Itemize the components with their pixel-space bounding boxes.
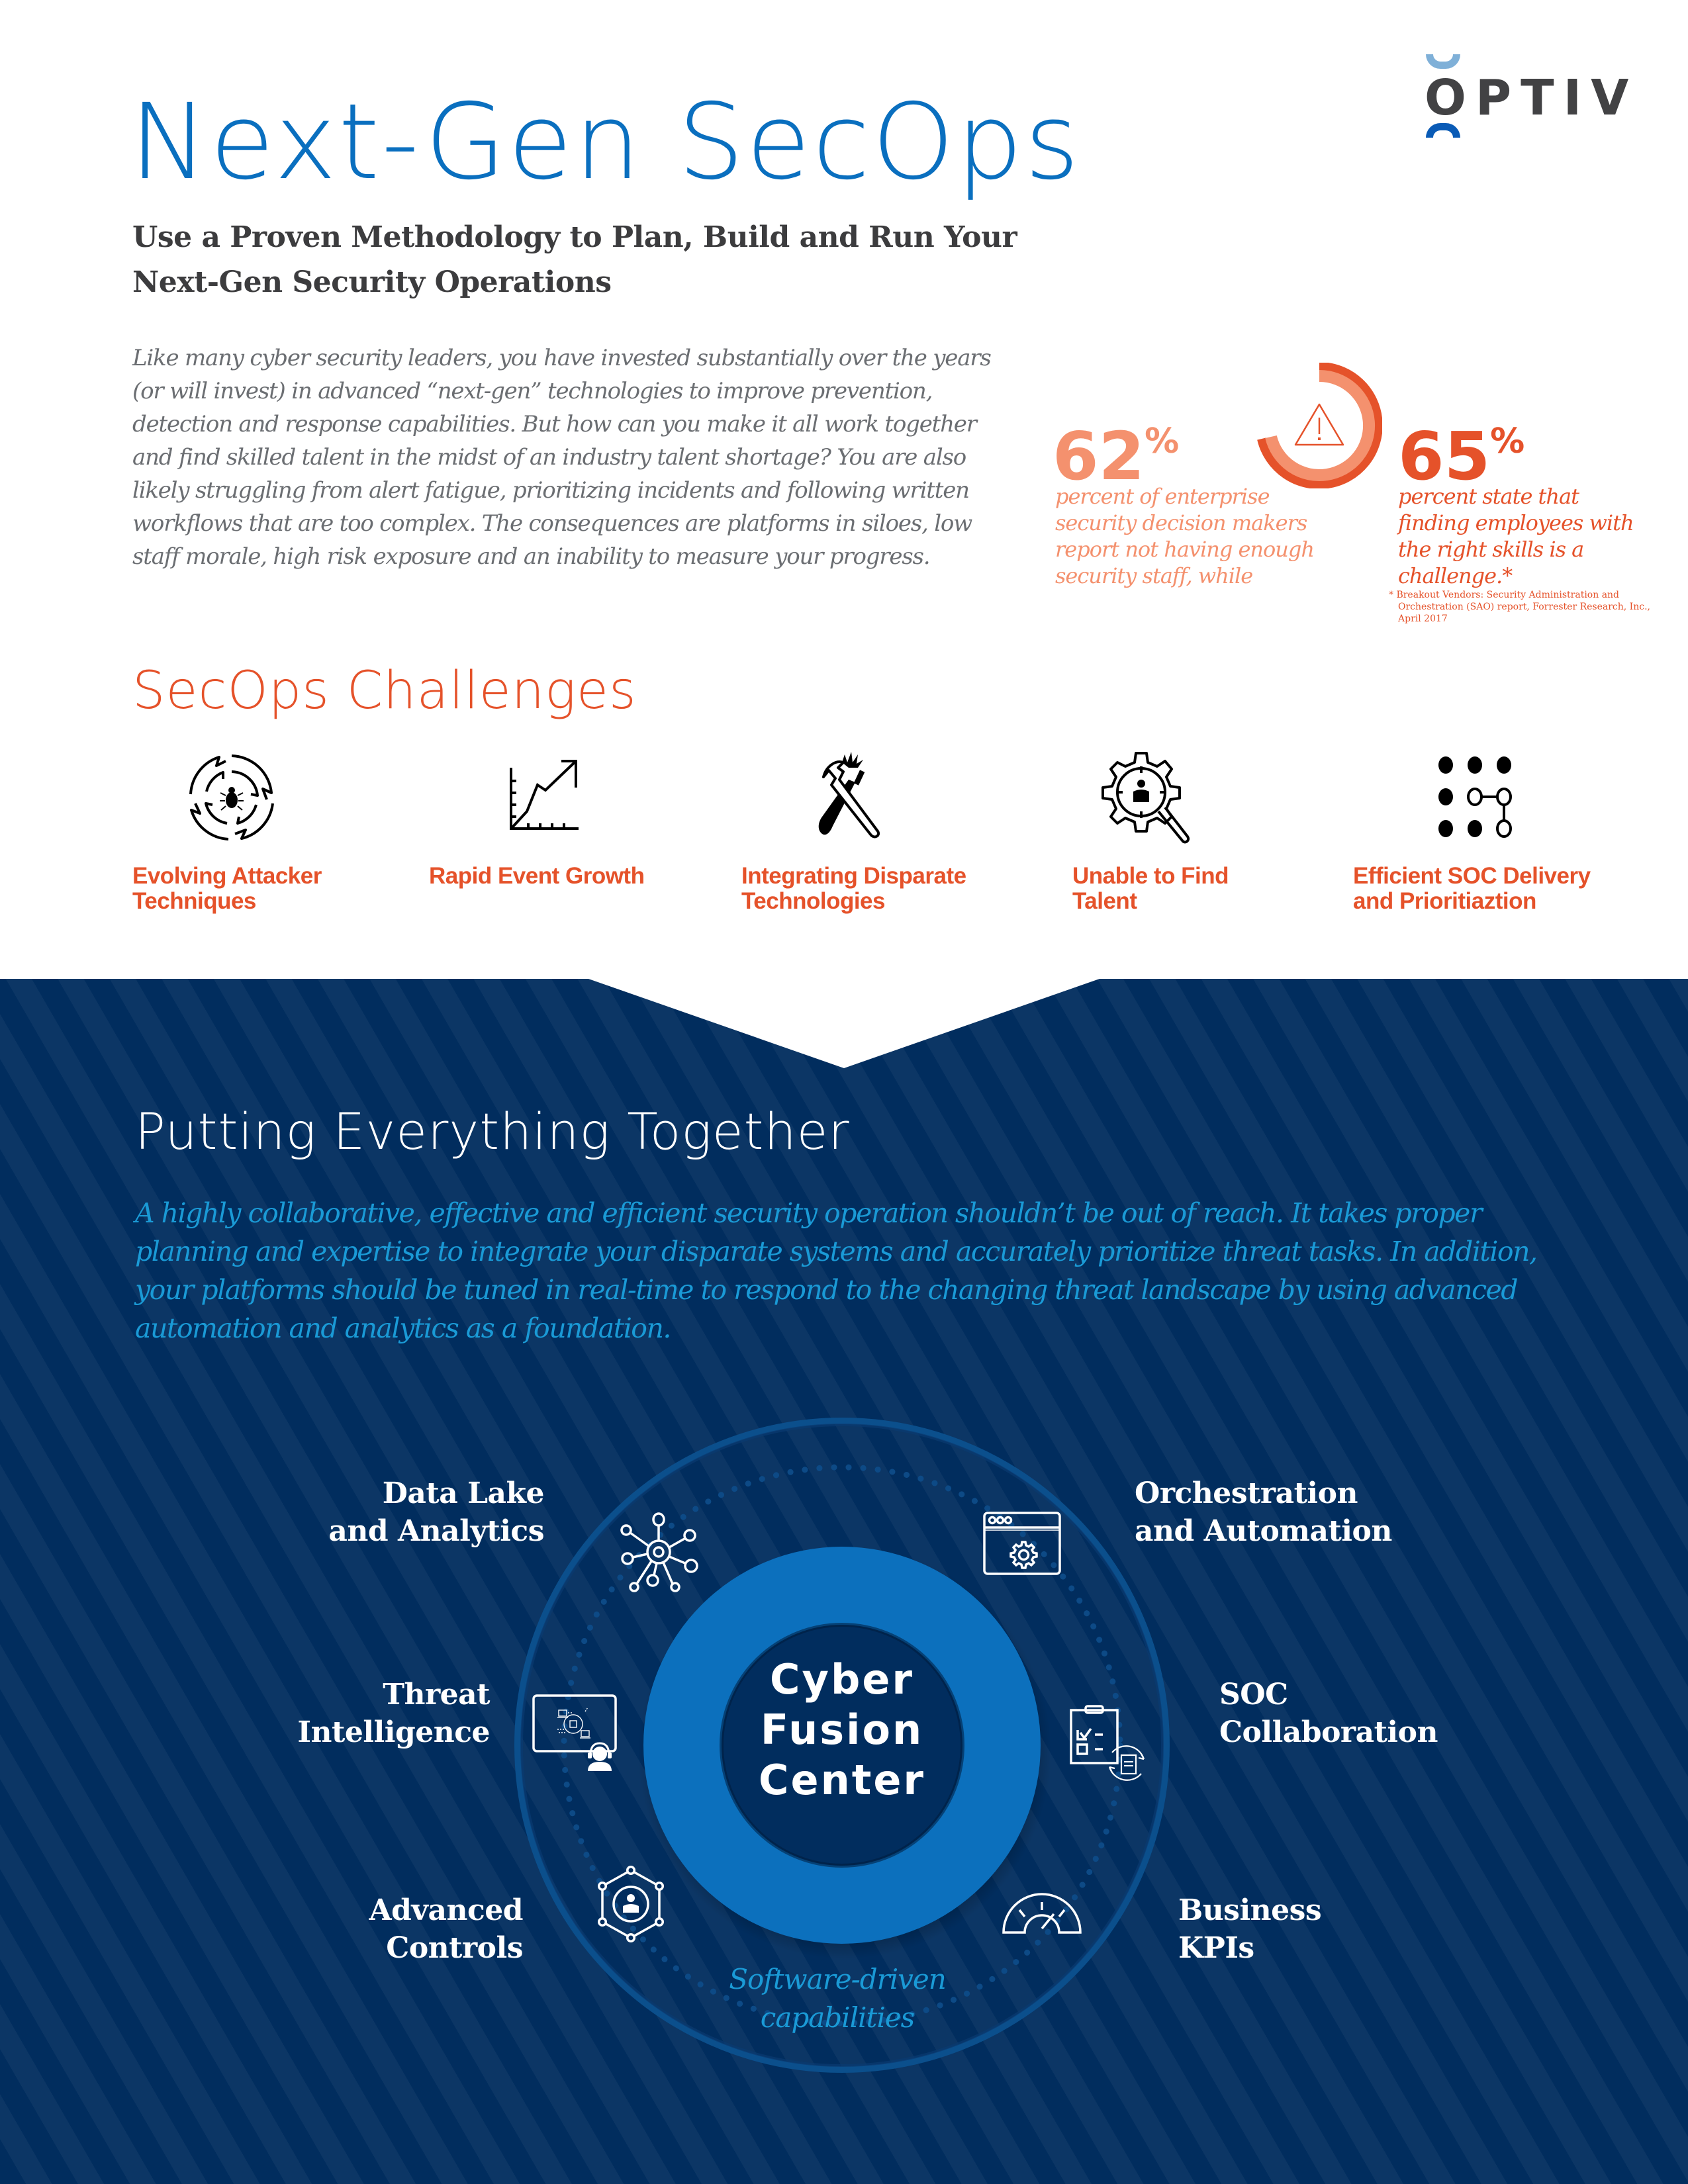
network-hub-icon [620, 1512, 698, 1592]
dot-grid-icon [1438, 756, 1512, 838]
putting-together-paragraph: A highly collaborative, effective and ef… [135, 1197, 1538, 1344]
fusion-rings [514, 1418, 1170, 2073]
subtitle-line-1: Use a Proven Methodology to Plan, Build … [132, 220, 1017, 254]
browser-gear-icon [983, 1512, 1061, 1575]
logo-text: OPTIV [1425, 69, 1638, 126]
challenge-label: Efficient SOC Delivery and Prioritiaztio… [1353, 863, 1591, 914]
stat-62-value: 62% [1053, 418, 1180, 495]
logo-arc-top-icon [1426, 54, 1460, 69]
challenges-title: SecOps Challenges [132, 661, 637, 721]
stat-65-description: percent state that finding employees wit… [1398, 484, 1634, 588]
putting-together-title: Putting Everything Together [135, 1102, 850, 1161]
page-subtitle: Use a Proven Methodology to Plan, Build … [132, 215, 1125, 305]
footnote: * Breakout Vendors: Security Administrat… [1389, 590, 1650, 624]
capability-business-kpis: Business KPIs [1178, 1893, 1322, 1965]
software-driven-caption: Software-driven capabilities [729, 1963, 947, 2034]
capability-advanced-controls: Advanced Controls [369, 1893, 523, 1965]
challenge-label: Unable to Find Talent [1072, 863, 1229, 914]
talent-search-icon [1102, 752, 1190, 844]
subtitle-line-2: Next-Gen Security Operations [132, 265, 612, 299]
capability-data-lake: Data Lake and Analytics [328, 1477, 544, 1548]
gauge-icon [1002, 1893, 1082, 1934]
stat-65-value: 65% [1398, 418, 1525, 495]
cyber-fusion-diagram [0, 1390, 1688, 2184]
bug-cycle-icon [189, 754, 274, 841]
logo-arc-bottom-icon [1426, 123, 1460, 138]
cyber-fusion-center-label: Cyber Fusion Center [759, 1655, 925, 1804]
stat-62-description: percent of enterprise security decision … [1055, 484, 1315, 588]
page-title: Next-Gen SecOps [130, 81, 1082, 203]
optiv-logo: OPTIV [1425, 53, 1628, 138]
analyst-monitor-icon [532, 1694, 617, 1771]
wrench-screwdriver-icon [818, 752, 880, 839]
challenge-label: Evolving Attacker Techniques [132, 863, 322, 914]
capability-soc-collaboration: SOC Collaboration [1219, 1678, 1438, 1749]
footnote-text: Breakout Vendors: Security Administratio… [1396, 590, 1650, 624]
challenge-label: Rapid Event Growth [429, 863, 645, 889]
capability-orchestration: Orchestration and Automation [1135, 1477, 1392, 1548]
capability-threat-intelligence: Threat Intelligence [297, 1678, 490, 1749]
hexagon-user-icon [598, 1866, 664, 1942]
growth-chart-icon [510, 760, 579, 830]
clipboard-checklist-icon [1070, 1705, 1145, 1781]
section-divider-notch [588, 979, 1100, 1068]
challenge-label: Integrating Disparate Technologies [741, 863, 966, 914]
intro-paragraph: Like many cyber security leaders, you ha… [132, 345, 992, 570]
warning-triangle-icon [1257, 363, 1382, 488]
